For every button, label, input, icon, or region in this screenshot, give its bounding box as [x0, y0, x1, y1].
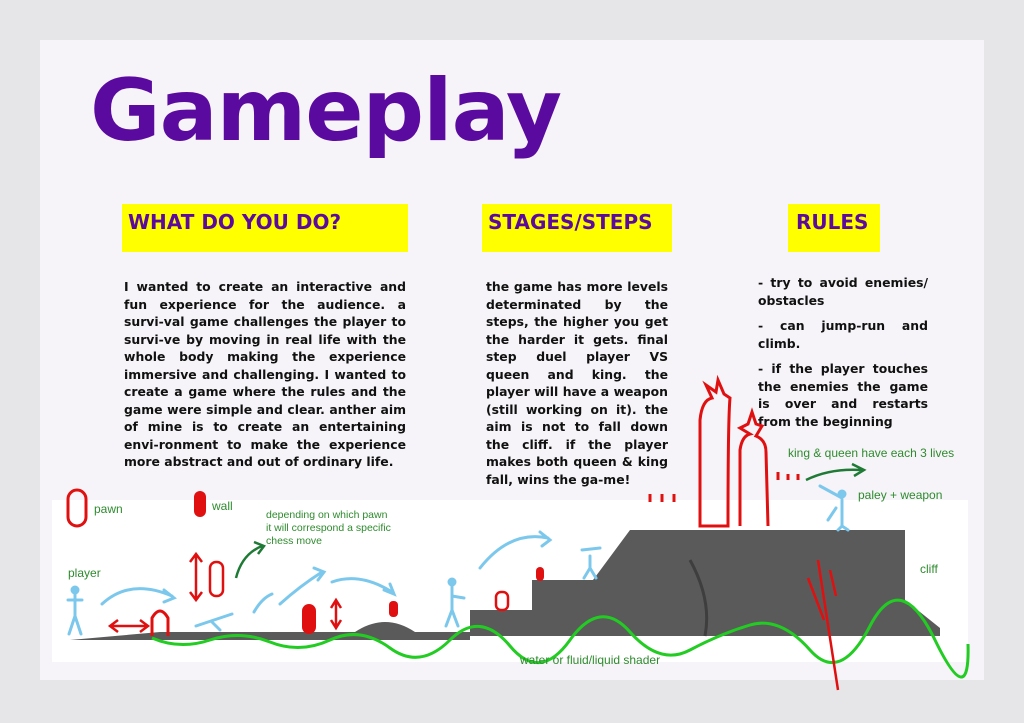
- stages-steps-text: the game has more levels determinated by…: [486, 279, 668, 487]
- label-king-queen-lives: king & queen have each 3 lives: [788, 446, 955, 460]
- gameplay-sketch-area: [52, 500, 968, 662]
- heading-stages-steps: STAGES/STEPS: [482, 204, 672, 252]
- label-player: player: [68, 566, 101, 580]
- label-chess-move: depending on which pawn it will correspo…: [266, 509, 391, 547]
- what-do-you-do-text: I wanted to create an interactive and fu…: [124, 279, 406, 469]
- rule-item: - try to avoid enemies/ obstacles: [758, 275, 928, 308]
- label-player-weapon: paley + weapon: [858, 488, 943, 502]
- label-pawn: pawn: [94, 502, 123, 516]
- page-title: Gameplay: [90, 61, 562, 161]
- label-wall: wall: [212, 499, 233, 513]
- heading-what-do-you-do: WHAT DO YOU DO?: [122, 204, 408, 252]
- rules-list: - try to avoid enemies/ obstacles - can …: [758, 274, 928, 438]
- heading-rules: RULES: [788, 204, 880, 252]
- label-water: water or fluid/liquid shader: [520, 653, 661, 667]
- rule-item: - can jump-run and climb.: [758, 318, 928, 351]
- rule-item: - if the player touches the enemies the …: [758, 361, 928, 429]
- label-cliff: cliff: [920, 562, 938, 576]
